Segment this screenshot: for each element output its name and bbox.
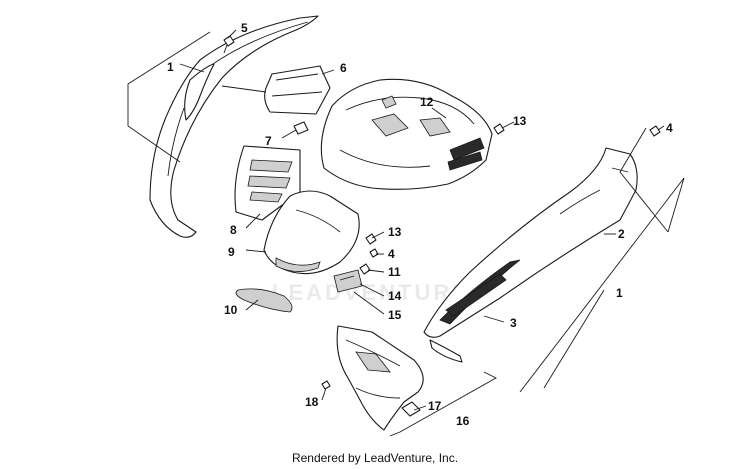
- leader-5: [227, 29, 237, 39]
- bracket-1-right: [619, 127, 669, 233]
- part-9-nose[interactable]: [263, 190, 360, 275]
- leader-7: [281, 129, 297, 139]
- part-13-clip-upper[interactable]: [493, 123, 505, 135]
- footer-credit: Rendered by LeadVenture, Inc.: [291, 451, 459, 465]
- leader-1-left: [179, 63, 205, 73]
- callout-4-right: 4: [666, 121, 673, 135]
- callout-1-left: 1: [167, 60, 174, 74]
- bracket-1-right-top: [667, 177, 685, 233]
- part-2-side-panel[interactable]: [423, 147, 638, 363]
- bracket-1-left-lower: [127, 125, 181, 163]
- part-1-left-panel[interactable]: [149, 15, 319, 238]
- part-17-bracket[interactable]: [401, 401, 421, 417]
- callout-13-upper: 13: [513, 114, 527, 128]
- leader-13-lower: [371, 231, 385, 239]
- part-4-screw-right[interactable]: [649, 125, 661, 137]
- part-11-bracket[interactable]: [359, 263, 371, 275]
- leader-10: [245, 299, 259, 311]
- leader-6-ext: [221, 85, 267, 93]
- callout-18: 18: [305, 395, 319, 409]
- leader-12: [431, 107, 447, 119]
- callout-14: 14: [388, 289, 402, 303]
- part-13-clip-lower[interactable]: [365, 233, 377, 245]
- callout-9: 9: [228, 245, 235, 259]
- callout-5: 5: [241, 21, 248, 35]
- bracket-1-left: [127, 31, 211, 126]
- callout-16: 16: [456, 414, 470, 428]
- part-4-screw-lower[interactable]: [369, 248, 379, 258]
- leader-4-right: [657, 125, 665, 131]
- leader-13-upper: [501, 121, 515, 129]
- leader-9: [245, 249, 267, 253]
- part-8-vent[interactable]: [234, 145, 301, 221]
- callout-2: 2: [618, 227, 625, 241]
- bracket-16: [389, 371, 497, 437]
- leader-11: [367, 269, 385, 273]
- part-10-screen[interactable]: [235, 288, 293, 313]
- part-7-clip[interactable]: [293, 121, 309, 135]
- callout-17: 17: [428, 399, 442, 413]
- callout-12: 12: [420, 95, 434, 109]
- callout-11: 11: [388, 265, 401, 279]
- callout-10: 10: [224, 303, 238, 317]
- callout-6: 6: [340, 61, 347, 75]
- leader-8: [245, 213, 261, 229]
- callout-7: 7: [265, 134, 272, 148]
- leader-17: [413, 405, 427, 411]
- part-12-hood[interactable]: [320, 78, 493, 190]
- leader-18: [321, 387, 327, 401]
- part-6-inner-panel[interactable]: [264, 65, 331, 115]
- callout-15: 15: [388, 308, 402, 322]
- part-18-screw[interactable]: [321, 380, 331, 390]
- callout-8: 8: [230, 223, 237, 237]
- callout-3: 3: [510, 316, 517, 330]
- leader-6: [321, 69, 335, 75]
- part-5-screw[interactable]: [223, 35, 235, 54]
- leader-3: [483, 315, 505, 323]
- watermark-text: LEADVENTURE: [272, 280, 470, 305]
- leader-14: [359, 283, 385, 297]
- part-16-belly-pan[interactable]: [336, 325, 424, 431]
- callout-13-lower: 13: [388, 225, 402, 239]
- part-14-latch[interactable]: [333, 269, 363, 293]
- bracket-1-right-lower: [543, 289, 605, 389]
- callout-1-right: 1: [616, 286, 623, 300]
- callout-labels: 1 5 6 7 12 13 4 8 9 13 4 11 2 1 10 14 15…: [167, 21, 673, 428]
- callout-4-lower: 4: [388, 247, 395, 261]
- bracket-1-right-long: [519, 177, 685, 393]
- leader-15: [353, 291, 385, 315]
